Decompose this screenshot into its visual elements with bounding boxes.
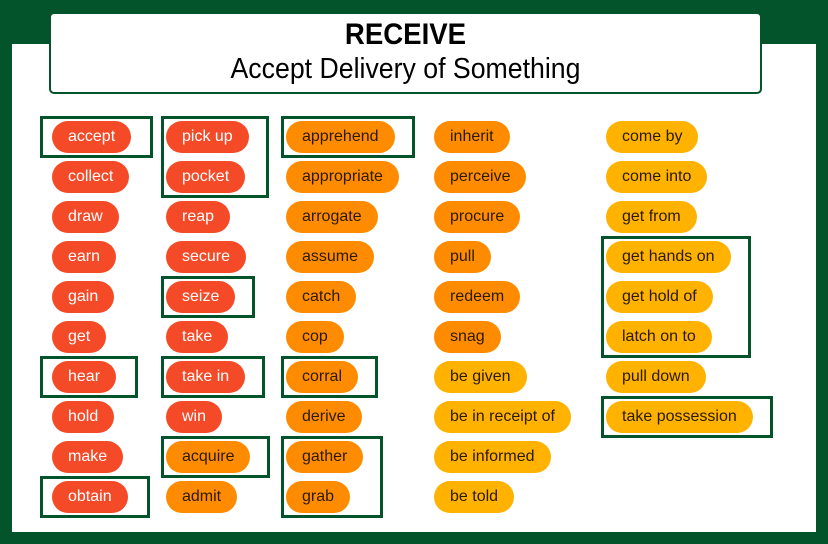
word-pill: cop: [286, 321, 344, 353]
word-pill: acquire: [166, 441, 251, 473]
word-pill: reap: [166, 201, 231, 233]
word-pill: win: [166, 401, 223, 433]
page-title: RECEIVE: [344, 18, 467, 51]
word-pill: procure: [434, 201, 521, 233]
word-pill: take in: [166, 361, 246, 393]
word-pill: grab: [286, 481, 351, 513]
word-pill: seize: [166, 281, 236, 313]
page-subtitle: Accept Delivery of Something: [230, 53, 581, 85]
word-pill: get hands on: [606, 241, 731, 273]
word-pill: snag: [434, 321, 501, 353]
word-pill: be informed: [434, 441, 551, 473]
word-pill: secure: [166, 241, 247, 273]
word-pill: perceive: [434, 161, 527, 193]
word-pill: hold: [52, 401, 115, 433]
word-pill: make: [52, 441, 124, 473]
title-box: RECEIVE Accept Delivery of Something: [49, 12, 762, 94]
word-pill: take: [166, 321, 229, 353]
word-pill: take possession: [606, 401, 753, 433]
word-pill: accept: [52, 121, 132, 153]
word-pill: be given: [434, 361, 527, 393]
word-pill: apprehend: [286, 121, 395, 153]
word-pill: appropriate: [286, 161, 399, 193]
word-pill: get: [52, 321, 107, 353]
word-pill: pull: [434, 241, 491, 273]
word-pill: pick up: [166, 121, 249, 153]
word-pill: gather: [286, 441, 364, 473]
word-pill: come by: [606, 121, 699, 153]
word-pill: hear: [52, 361, 117, 393]
word-pill: obtain: [52, 481, 128, 513]
word-pill: inherit: [434, 121, 510, 153]
word-pill: gain: [52, 281, 115, 313]
word-pill: draw: [52, 201, 119, 233]
word-pill: be told: [434, 481, 515, 513]
word-pill: assume: [286, 241, 375, 273]
word-pill: derive: [286, 401, 362, 433]
word-pill: catch: [286, 281, 357, 313]
word-pill: pocket: [166, 161, 246, 193]
word-pill: arrogate: [286, 201, 378, 233]
word-pill: collect: [52, 161, 130, 193]
word-pill: get hold of: [606, 281, 713, 313]
word-pill: earn: [52, 241, 117, 273]
word-pill: get from: [606, 201, 697, 233]
word-pill: redeem: [434, 281, 521, 313]
word-pill: come into: [606, 161, 708, 193]
word-pill: be in receipt of: [434, 401, 571, 433]
word-pill: pull down: [606, 361, 706, 393]
word-pill: latch on to: [606, 321, 712, 353]
word-pill: corral: [286, 361, 359, 393]
word-pill: admit: [166, 481, 238, 513]
